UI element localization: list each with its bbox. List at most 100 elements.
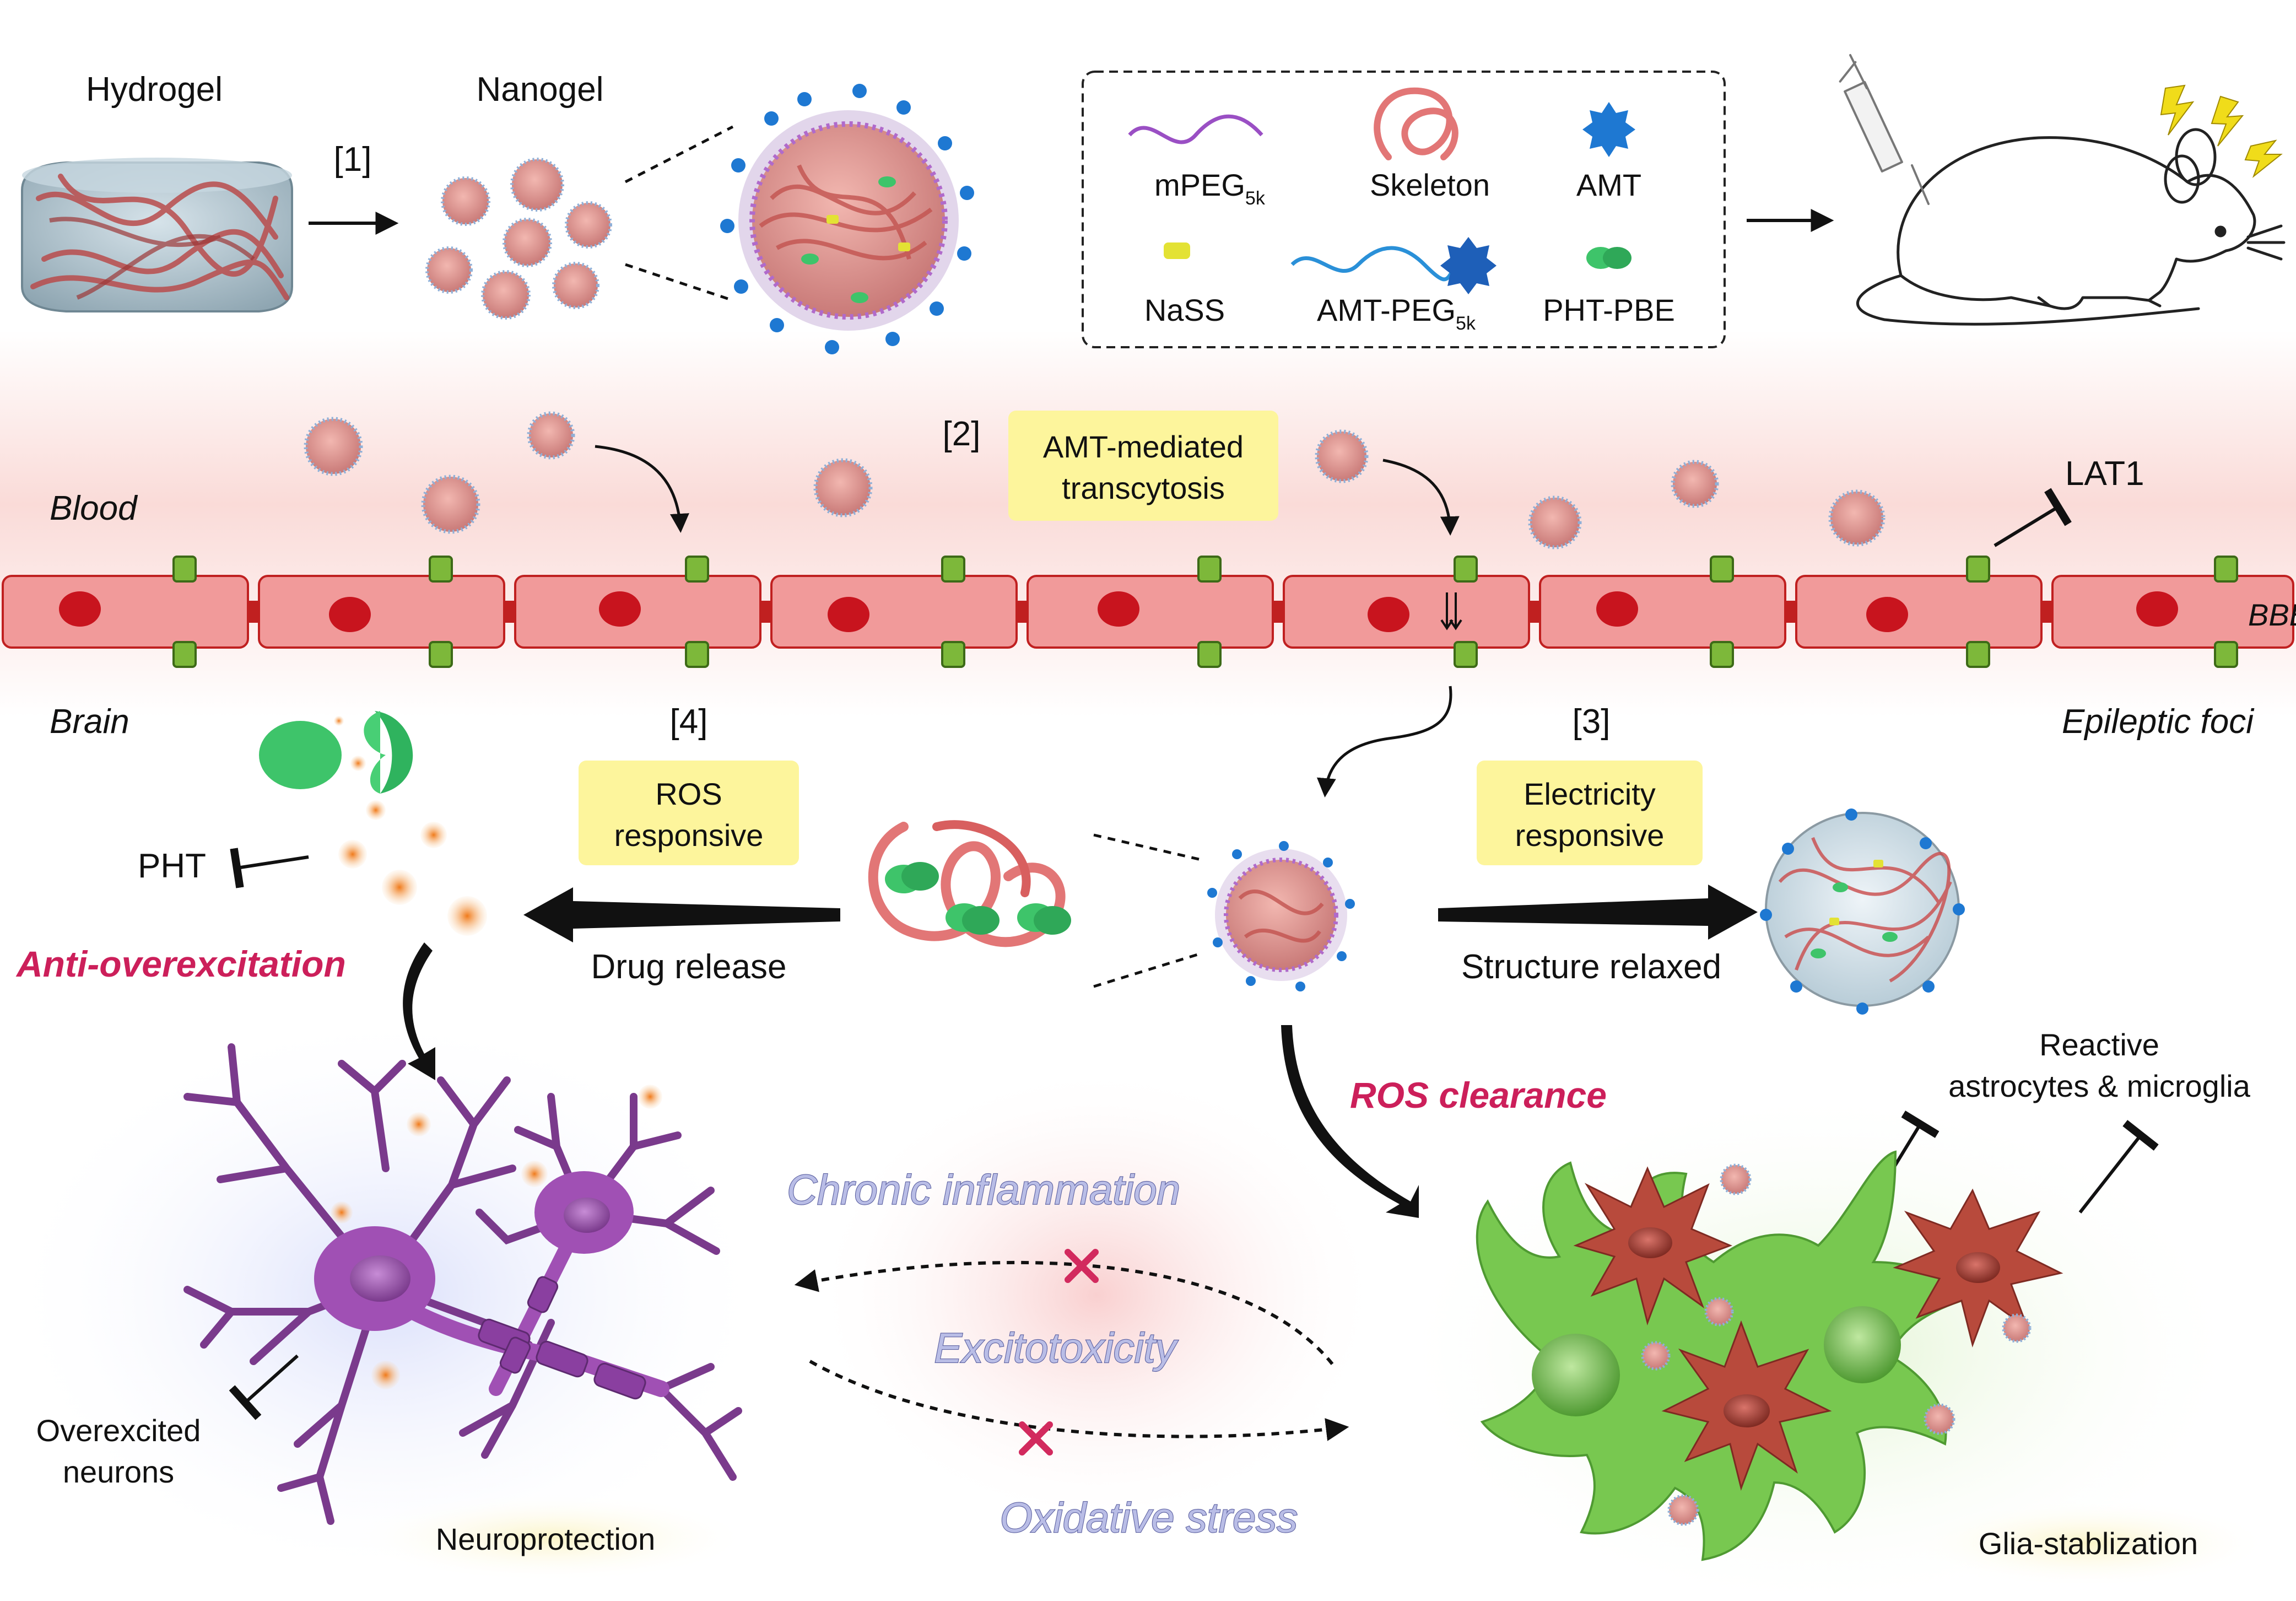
bbb-label: BBB — [2248, 597, 2296, 632]
hydrogel-label: Hydrogel — [86, 71, 223, 109]
cell-nucleus — [828, 597, 869, 632]
structure-relaxed-arrow — [1438, 885, 1758, 940]
electricity-callout — [1477, 761, 1703, 865]
block-x-upper — [1065, 1249, 1099, 1283]
pht-capsule-broken — [259, 711, 413, 794]
blood-label: Blood — [50, 489, 138, 527]
blood-band — [0, 331, 2296, 716]
glia-nanogels — [1641, 1163, 2032, 1526]
transcytosis-double-arrow — [1446, 592, 1457, 627]
anti-overexcitation-arrow — [403, 942, 435, 1080]
bbb-cell-row — [2, 556, 2294, 668]
transcytosis-line1: AMT-mediated — [1043, 429, 1244, 464]
lat1-transporter — [2214, 641, 2238, 668]
inflammation-dashed-arrow — [794, 1260, 1334, 1365]
overexcited-line2: neurons — [63, 1454, 174, 1489]
lat1-transporter — [941, 556, 965, 583]
pht-inhibit-line — [230, 848, 309, 888]
step3-label: [3] — [1573, 703, 1611, 741]
glia-stabilization-label: Glia-stablization — [1979, 1526, 2198, 1561]
reactive-line2: astrocytes & microglia — [1948, 1069, 2251, 1103]
step4-label: [4] — [670, 703, 708, 741]
legend-nass: NaSS — [1144, 293, 1225, 327]
large-nanogel — [720, 84, 974, 354]
lat1-transporter — [1197, 556, 1222, 583]
microglia-inhibit-line — [2078, 1120, 2159, 1214]
center-glow — [810, 1064, 1383, 1527]
cell-nucleus — [59, 591, 101, 627]
step1-label: [1] — [334, 141, 372, 179]
lat1-label: LAT1 — [2065, 455, 2144, 493]
lat1-transporter — [1710, 556, 1734, 583]
neuron-pht-dots — [331, 1085, 662, 1389]
ros-line2: responsive — [614, 818, 764, 853]
ros-callout — [579, 761, 799, 865]
legend-pht-pbe: PHT-PBE — [1543, 293, 1675, 327]
hydrogel-block — [21, 158, 293, 312]
uptake-arrow-right — [1382, 459, 1460, 536]
amt-legend-icon — [1582, 102, 1635, 157]
zoom-line-upper — [624, 125, 734, 184]
endothelial-cell — [2, 575, 249, 649]
pht-label: PHT — [138, 847, 206, 885]
nass-legend-icon — [1164, 242, 1190, 259]
ros-clearance-label: ROS clearance — [1350, 1075, 1607, 1115]
lat1-transporter — [941, 641, 965, 668]
lat1-transporter — [1197, 641, 1222, 668]
nanogel-label: Nanogel — [477, 71, 604, 109]
skeleton-legend-icon — [1374, 87, 1458, 160]
lat1-inhibit-line — [1994, 488, 2072, 547]
lat1-transporter — [1454, 556, 1478, 583]
endothelial-cell — [1795, 575, 2043, 649]
cell-nucleus — [329, 597, 371, 632]
endothelial-cell — [1539, 575, 1786, 649]
drug-release-label: Drug release — [591, 948, 787, 986]
excitotoxicity-label: Excitotoxicity — [934, 1325, 1178, 1372]
epileptic-foci-label: Epileptic foci — [2062, 703, 2255, 741]
lat1-transporter — [685, 641, 709, 668]
legend-mpeg: mPEG5k — [1154, 168, 1266, 209]
lat1-transporter — [172, 641, 197, 668]
neuroprotection-glow — [353, 1494, 749, 1582]
central-nanogel — [1207, 841, 1355, 991]
cell-nucleus — [1866, 597, 1908, 632]
legend-amt: AMT — [1576, 168, 1641, 202]
electricity-line1: Electricity — [1524, 777, 1656, 811]
cell-nucleus — [1596, 591, 1638, 627]
anti-overexcitation-label: Anti-overexcitation — [15, 944, 346, 984]
glia-stabilization-glow — [1906, 1499, 2270, 1587]
structure-relaxed-label: Structure relaxed — [1461, 948, 1721, 986]
neuroprotection-label: Neuroprotection — [436, 1522, 655, 1556]
lat1-transporter — [429, 556, 453, 583]
lat1-transporter — [172, 556, 197, 583]
cell-nucleus — [1098, 591, 1139, 627]
legend-box: mPEG5k Skeleton AMT NaSS AMT-PEG5k PHT-P… — [1082, 71, 1726, 348]
chronic-inflammation-label: Chronic inflammation — [787, 1167, 1180, 1214]
block-x-lower — [1019, 1421, 1053, 1456]
uptake-arrow-left — [595, 445, 689, 533]
amt-peg-legend-icon — [1290, 237, 1497, 294]
ros-clearance-arrow — [1281, 1025, 1419, 1218]
lat1-transporter — [1710, 641, 1734, 668]
brain-label: Brain — [50, 703, 129, 741]
legend-amt-peg: AMT-PEG5k — [1317, 293, 1476, 334]
lat1-transporter — [429, 641, 453, 668]
mpeg-legend-icon — [1128, 114, 1263, 144]
neuron-somas — [314, 1171, 634, 1331]
lightning-icon — [2160, 84, 2283, 178]
cell-nucleus — [1368, 597, 1409, 632]
cell-nucleus — [599, 591, 641, 627]
zoom-line-skeleton-lower — [1093, 952, 1202, 988]
rat-illustration — [1839, 54, 2286, 326]
astrocytes-illustration — [1476, 1150, 1963, 1561]
pht-pbe-legend-icon — [1586, 247, 1631, 269]
lat1-transporter — [1966, 641, 1990, 668]
lat1-transporter — [2214, 556, 2238, 583]
electricity-line2: responsive — [1515, 818, 1665, 853]
relaxed-nanogel — [1760, 808, 1965, 1015]
nanogel-cluster — [425, 158, 612, 320]
drug-release-arrow — [523, 887, 840, 942]
brain-entry-arrow — [1316, 686, 1452, 797]
transcytosis-callout — [1008, 411, 1278, 521]
